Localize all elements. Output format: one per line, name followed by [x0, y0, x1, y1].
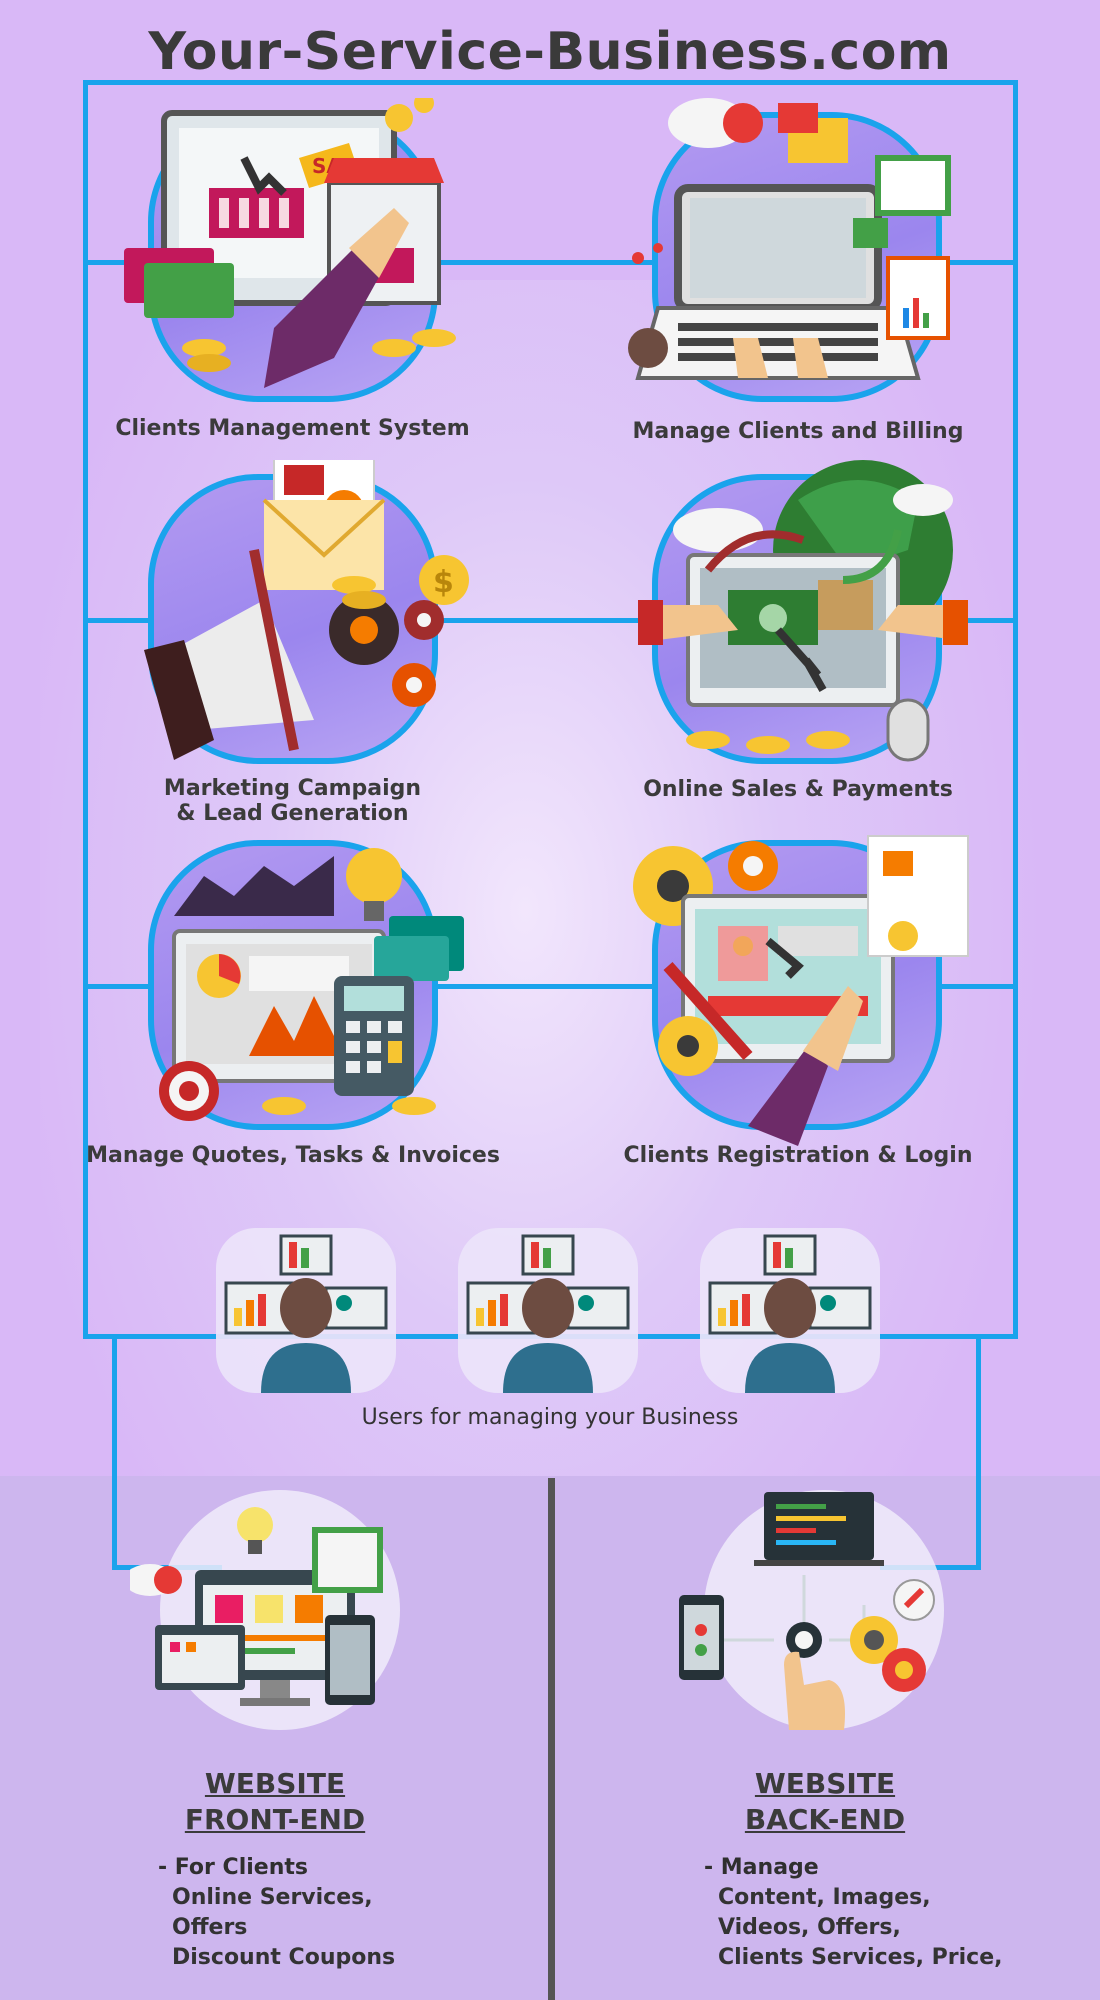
user-card-1	[216, 1228, 396, 1393]
clients-management-illustration: SALE	[124, 98, 456, 402]
frontend-list-header: - For Clients	[158, 1855, 308, 1880]
online-sales-illustration	[638, 460, 968, 764]
backend-list-item: Content, Images,	[718, 1885, 931, 1910]
backend-heading: WEBSITE BACK-END	[700, 1766, 950, 1838]
users-caption: Users for managing your Business	[361, 1405, 739, 1430]
frame-top-line	[83, 80, 1018, 85]
frontend-illustration	[130, 1490, 400, 1730]
manage-billing-caption: Manage Clients and Billing	[632, 419, 964, 444]
frontend-list-item: Online Services,	[172, 1885, 373, 1910]
user-workstation-icon	[466, 1234, 630, 1393]
user-card-3	[700, 1228, 880, 1393]
frontend-heading-line-2: FRONT-END	[184, 1803, 366, 1836]
touch-settings-icon	[679, 1492, 935, 1730]
megaphone-icon: $	[144, 460, 469, 760]
frontend-heading: WEBSITE FRONT-END	[140, 1766, 410, 1838]
quotes-illustration	[148, 840, 464, 1130]
backend-drop-line	[976, 1338, 981, 1570]
globe-payment-icon	[638, 460, 968, 762]
marketing-caption-line-1: Marketing Campaign	[163, 776, 422, 801]
online-sales-caption: Online Sales & Payments	[643, 777, 953, 802]
frontend-list-item: Discount Coupons	[172, 1945, 396, 1970]
svg-text:$: $	[433, 565, 454, 600]
backend-feature-list: - Manage Content, Images, Videos, Offers…	[704, 1853, 1064, 1973]
frontend-list-item: Offers	[172, 1915, 248, 1940]
backend-heading-line-1: WEBSITE	[754, 1767, 896, 1800]
manage-billing-illustration	[628, 98, 951, 402]
calculator-dashboard-icon	[159, 848, 464, 1121]
backend-heading-line-2: BACK-END	[744, 1803, 906, 1836]
frame-right-line	[1013, 80, 1018, 1338]
marketing-caption-line-2: & Lead Generation	[176, 801, 409, 826]
frontend-feature-list: - For Clients Online Services, Offers Di…	[158, 1853, 518, 1973]
user-workstation-icon	[708, 1234, 872, 1393]
section-divider	[548, 1478, 555, 2000]
backend-list-header: - Manage	[704, 1855, 819, 1880]
laptop-billing-icon	[628, 98, 951, 380]
profile-screen-icon	[633, 835, 969, 1146]
user-card-2	[458, 1228, 638, 1393]
row-3-connector	[83, 984, 1018, 989]
page-title: Your-Service-Business.com	[148, 22, 952, 82]
row-1-connector	[83, 260, 1018, 265]
frontend-drop-line	[112, 1338, 117, 1570]
backend-illustration	[679, 1490, 944, 1730]
quotes-caption: Manage Quotes, Tasks & Invoices	[86, 1143, 500, 1168]
frontend-heading-line-1: WEBSITE	[204, 1767, 346, 1800]
backend-list-item: Videos, Offers,	[718, 1915, 901, 1940]
marketing-illustration: $	[144, 460, 469, 764]
registration-illustration	[633, 835, 969, 1146]
shop-screen-icon: SALE	[124, 98, 456, 388]
user-workstation-icon	[224, 1234, 388, 1393]
responsive-devices-icon	[130, 1507, 383, 1706]
marketing-caption: Marketing Campaign & Lead Generation	[140, 776, 445, 826]
registration-caption: Clients Registration & Login	[623, 1143, 973, 1168]
frame-left-line	[83, 80, 88, 1338]
clients-management-caption: Clients Management System	[115, 416, 470, 441]
row-2-connector	[83, 618, 1018, 623]
backend-list-item: Clients Services, Price,	[718, 1945, 1003, 1970]
